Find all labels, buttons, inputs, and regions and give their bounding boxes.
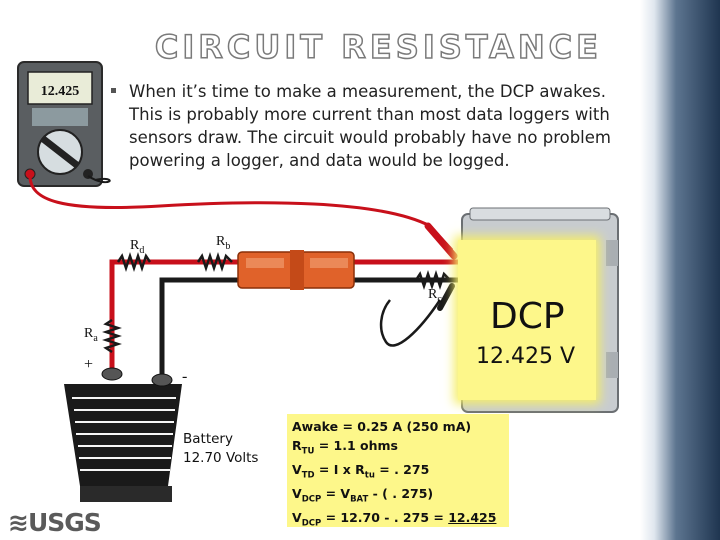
calc-line-5: VDCP = 12.70 - . 275 = 12.425 <box>292 509 497 529</box>
bullet-marker <box>111 88 116 93</box>
red-probe <box>424 222 458 260</box>
resistor-rb <box>196 252 233 272</box>
resistor-rc <box>414 270 451 290</box>
battery-label: Battery 12.70 Volts <box>183 430 258 468</box>
battery-label-line1: Battery <box>183 431 233 447</box>
battery-positive-terminal <box>101 367 123 381</box>
dcp-voltage: 12.425 V <box>476 344 576 369</box>
battery-plus-label: + <box>84 356 94 373</box>
battery-minus-label: - <box>182 368 188 385</box>
dcp-title: DCP <box>490 296 565 337</box>
calc-line-3: VTD = I x Rtu = . 275 <box>292 461 430 481</box>
meter-black-lead <box>87 175 111 184</box>
meter-red-lead <box>28 175 454 252</box>
resistor-rd <box>116 252 152 272</box>
dcp-highlight <box>458 240 596 400</box>
calculation-box: Awake = 0.25 A (250 mA) RTU = 1.1 ohms V… <box>287 414 509 528</box>
multimeter <box>17 61 103 187</box>
black-probe <box>437 283 455 311</box>
black-probe-lead <box>379 299 442 347</box>
battery <box>64 367 182 502</box>
label-ra: Ra <box>84 326 98 344</box>
slide-title: CIRCUIT RESISTANCE <box>154 27 602 67</box>
battery-label-line2: 12.70 Volts <box>183 450 259 466</box>
label-rd: Rd <box>130 238 145 256</box>
resistor-ra <box>102 318 122 354</box>
calc-line-2: RTU = 1.1 ohms <box>292 437 398 457</box>
calc-result: 12.425 <box>448 509 497 525</box>
calc-line-1: Awake = 0.25 A (250 mA) <box>292 419 472 434</box>
label-rc: Rc <box>428 287 442 305</box>
bullet-paragraph: When it’s time to make a measurement, th… <box>129 82 611 170</box>
label-rb: Rb <box>216 234 231 252</box>
calc-line-4: VDCP = VBAT - ( . 275) <box>292 485 434 505</box>
inline-connector <box>237 250 355 290</box>
decorative-side-strip <box>640 0 720 540</box>
battery-negative-terminal <box>151 373 173 387</box>
meter-reading: 12.425 <box>40 84 80 99</box>
black-circuit <box>159 277 460 378</box>
usgs-logo: ≋USGS <box>8 508 102 537</box>
